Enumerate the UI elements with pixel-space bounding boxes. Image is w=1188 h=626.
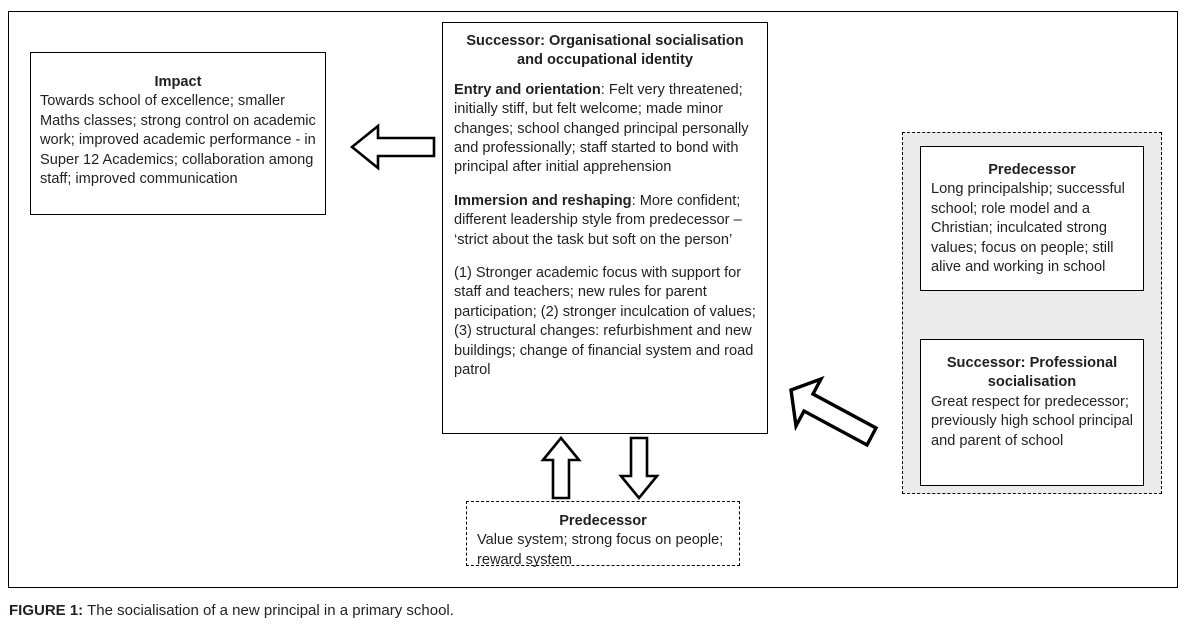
figure-caption-label: FIGURE 1: xyxy=(9,602,84,619)
successor-box-body: Great respect for predecessor; previousl… xyxy=(931,393,1133,449)
center-box-entry-lead: Entry and orientation xyxy=(454,81,601,98)
arrow-up-left-diagonal-icon xyxy=(788,372,886,454)
arrow-left-icon xyxy=(349,122,436,172)
center-box-entry-text: : Felt very threatened; initially stiff,… xyxy=(454,81,749,176)
successor-box-title: Successor: Professional socialisation xyxy=(946,355,1118,391)
predecessor-box-title: Predecessor xyxy=(988,162,1076,178)
impact-box-title: Impact xyxy=(154,74,202,90)
arrow-up-icon xyxy=(540,435,582,500)
impact-box: Impact Towards school of excellence; sma… xyxy=(30,52,326,215)
successor-organisational-socialisation-box: Successor: Organisational socialisation … xyxy=(442,22,768,434)
predecessor-box: Predecessor Long principalship; successf… xyxy=(920,146,1144,291)
successor-professional-socialisation-box: Successor: Professional socialisation Gr… xyxy=(920,339,1144,486)
arrow-down-icon xyxy=(618,436,660,501)
center-box-immersion-text: : More confident; different leadership s… xyxy=(454,192,742,248)
center-box-immersion-paragraph: Immersion and reshaping: More confident;… xyxy=(454,192,756,250)
center-box-changes-paragraph: (1) Stronger academic focus with support… xyxy=(454,265,756,379)
center-box-entry-paragraph: Entry and orientation: Felt very threate… xyxy=(454,81,756,178)
figure-caption-text: The socialisation of a new principal in … xyxy=(87,602,454,619)
figure-caption: FIGURE 1: The socialisation of a new pri… xyxy=(9,601,454,621)
center-box-immersion-lead: Immersion and reshaping xyxy=(454,192,632,209)
predecessor-bottom-title: Predecessor xyxy=(559,513,647,529)
impact-box-body: Towards school of excellence; smaller Ma… xyxy=(40,93,316,188)
predecessor-bottom-body: Value system; strong focus on people; re… xyxy=(477,532,724,568)
center-box-heading: Successor: Organisational socialisation … xyxy=(466,33,744,69)
predecessor-value-system-box: Predecessor Value system; strong focus o… xyxy=(466,501,740,568)
predecessor-box-body: Long principalship; successful school; r… xyxy=(931,181,1125,276)
